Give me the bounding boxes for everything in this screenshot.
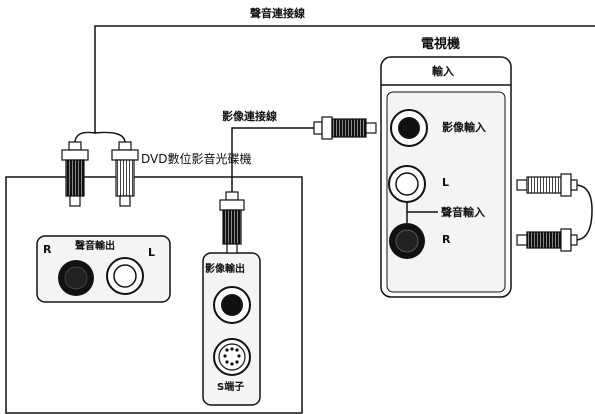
dvd-s-terminal-label: S端子 <box>217 382 245 393</box>
dvd-title: DVD數位影音光碟機 <box>141 152 252 166</box>
dvd-audio-r-label: R <box>43 243 52 256</box>
tv-audio-in-label: 聲音輸入 <box>441 206 485 219</box>
tv-audio-r-label: R <box>442 233 451 246</box>
dvd-video-out-label: 影像輸出 <box>205 264 245 275</box>
tv-audio-l-label: L <box>442 176 450 189</box>
dvd-audio-out-label: 聲音輸出 <box>75 241 115 252</box>
video-plug-tv-end <box>313 116 377 140</box>
tv-title: 電視機 <box>421 37 461 52</box>
tv-input-header: 輸入 <box>432 65 454 78</box>
audio-cable-label: 聲音連接線 <box>250 7 305 20</box>
tv-video-in-label: 影像輸入 <box>442 121 486 134</box>
video-plug-dvd-end <box>219 191 245 254</box>
audio-plug-l <box>111 141 139 207</box>
audio-cable-right-loop <box>574 184 593 241</box>
video-cable-wire <box>231 127 318 198</box>
audio-plug-r <box>61 141 89 207</box>
tv-audio-plug-l <box>516 173 578 197</box>
s-terminal-pins <box>223 347 241 366</box>
tv-audio-plug-r <box>516 228 578 252</box>
video-cable-label: 影像連接線 <box>222 110 277 123</box>
dvd-audio-l-label: L <box>148 246 156 259</box>
